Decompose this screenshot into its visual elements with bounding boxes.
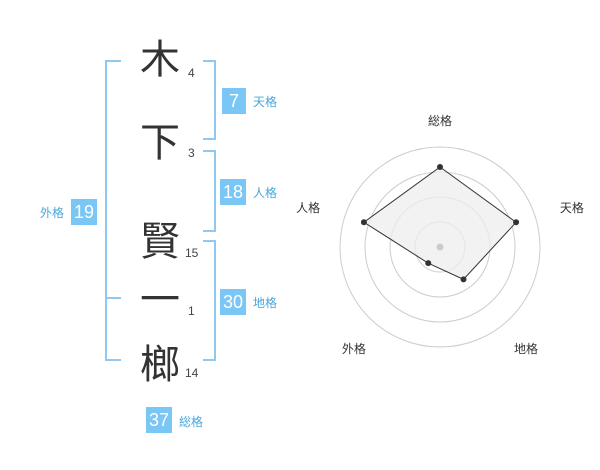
radar-area <box>363 166 517 280</box>
name-char-1: 木 <box>140 37 180 83</box>
chikaku-label: 地格 <box>253 296 278 310</box>
radar-point <box>425 260 432 267</box>
soukaku-label: 総格 <box>179 415 204 429</box>
radar-axis-label: 地格 <box>514 341 538 356</box>
tenkaku-score: 7 <box>222 88 246 114</box>
name-char-3: 賢 <box>140 219 180 265</box>
name-char-4: 一 <box>140 277 180 323</box>
stroke-count-1: 4 <box>188 66 195 80</box>
stroke-count-2: 3 <box>188 146 195 160</box>
tenkaku-bracket <box>203 60 216 140</box>
radar-axis-label: 天格 <box>560 200 584 215</box>
radar-axis-label: 外格 <box>342 341 366 356</box>
gaikaku-label: 外格 <box>40 206 65 220</box>
radar-point <box>513 219 520 226</box>
stroke-count-3: 15 <box>185 246 199 260</box>
gaikaku-bracket <box>105 60 121 361</box>
gaikaku-bracket-divider <box>105 297 121 299</box>
tenkaku-label: 天格 <box>253 95 278 109</box>
chikaku-score: 30 <box>220 289 246 315</box>
name-char-2: 下 <box>140 120 180 166</box>
gaikaku-score: 19 <box>71 199 97 225</box>
jinkaku-label: 人格 <box>253 186 278 200</box>
stroke-count-5: 14 <box>185 366 199 380</box>
radar-axis-label: 総格 <box>428 113 452 128</box>
name-char-5: 榔 <box>140 342 180 388</box>
radar-grid-ring <box>339 146 541 348</box>
soukaku-score: 37 <box>146 407 172 433</box>
radar-point <box>360 219 367 226</box>
stroke-count-4: 1 <box>188 304 195 318</box>
jinkaku-bracket <box>203 150 216 232</box>
chikaku-bracket <box>203 240 216 361</box>
radar-center-dot <box>436 243 444 251</box>
radar-point <box>437 164 443 170</box>
radar-axis-label: 人格 <box>296 200 320 215</box>
jinkaku-score: 18 <box>220 179 246 205</box>
radar-point <box>460 276 467 283</box>
